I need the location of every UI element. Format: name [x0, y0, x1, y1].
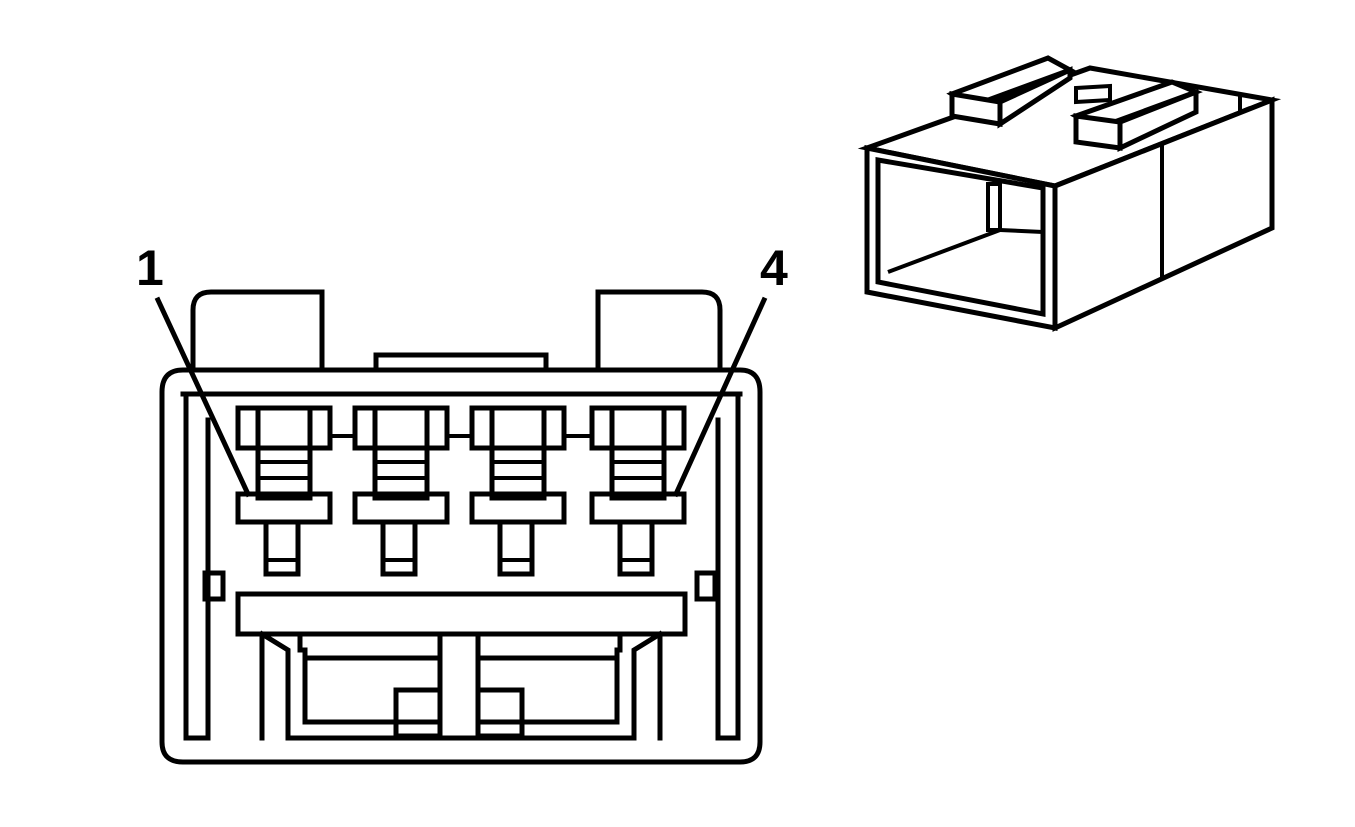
pin-1-leader-line	[154, 296, 252, 498]
iso-opening-inner-edge	[999, 228, 1044, 234]
connector-top-latch	[190, 289, 723, 373]
connector-lower-lock-right	[617, 630, 664, 741]
connector-isometric-view	[857, 55, 1282, 332]
terminal-cavity-4	[589, 405, 687, 577]
connector-inner-wall-left	[183, 391, 211, 741]
iso-latch-right-front	[1073, 113, 1123, 151]
iso-latch-right-side	[1117, 88, 1199, 152]
iso-front-face	[864, 144, 1058, 332]
iso-right-notch	[1238, 96, 1251, 115]
connector-outer-body	[159, 367, 763, 765]
terminal-cavity-2	[352, 405, 450, 577]
connector-lower-tab-right	[475, 687, 525, 739]
terminal-cavity-1	[235, 405, 333, 577]
iso-opening-inner-floor	[887, 228, 1001, 274]
connector-side-key-right	[694, 570, 718, 602]
connector-face-view: 1 4	[136, 240, 788, 765]
pin-1-label: 1	[136, 240, 164, 296]
iso-front-opening	[875, 157, 1046, 318]
connector-lower-lock-left	[258, 630, 303, 741]
iso-latch-slot	[1074, 83, 1112, 105]
connector-lower-channel	[285, 631, 637, 741]
connector-side-key-left	[202, 570, 226, 602]
connector-lower-tab-left	[393, 687, 443, 739]
iso-latch-left-side	[997, 66, 1073, 129]
terminal-cavity-3	[469, 405, 567, 577]
iso-opening-inner-rib	[986, 182, 1002, 232]
pin-4-label: 4	[760, 240, 788, 296]
connector-position-assurance-bar	[235, 591, 688, 637]
pin-4-leader-line	[672, 296, 768, 498]
iso-latch-left-front	[949, 91, 1003, 127]
connector-inner-wall-right	[715, 391, 741, 741]
